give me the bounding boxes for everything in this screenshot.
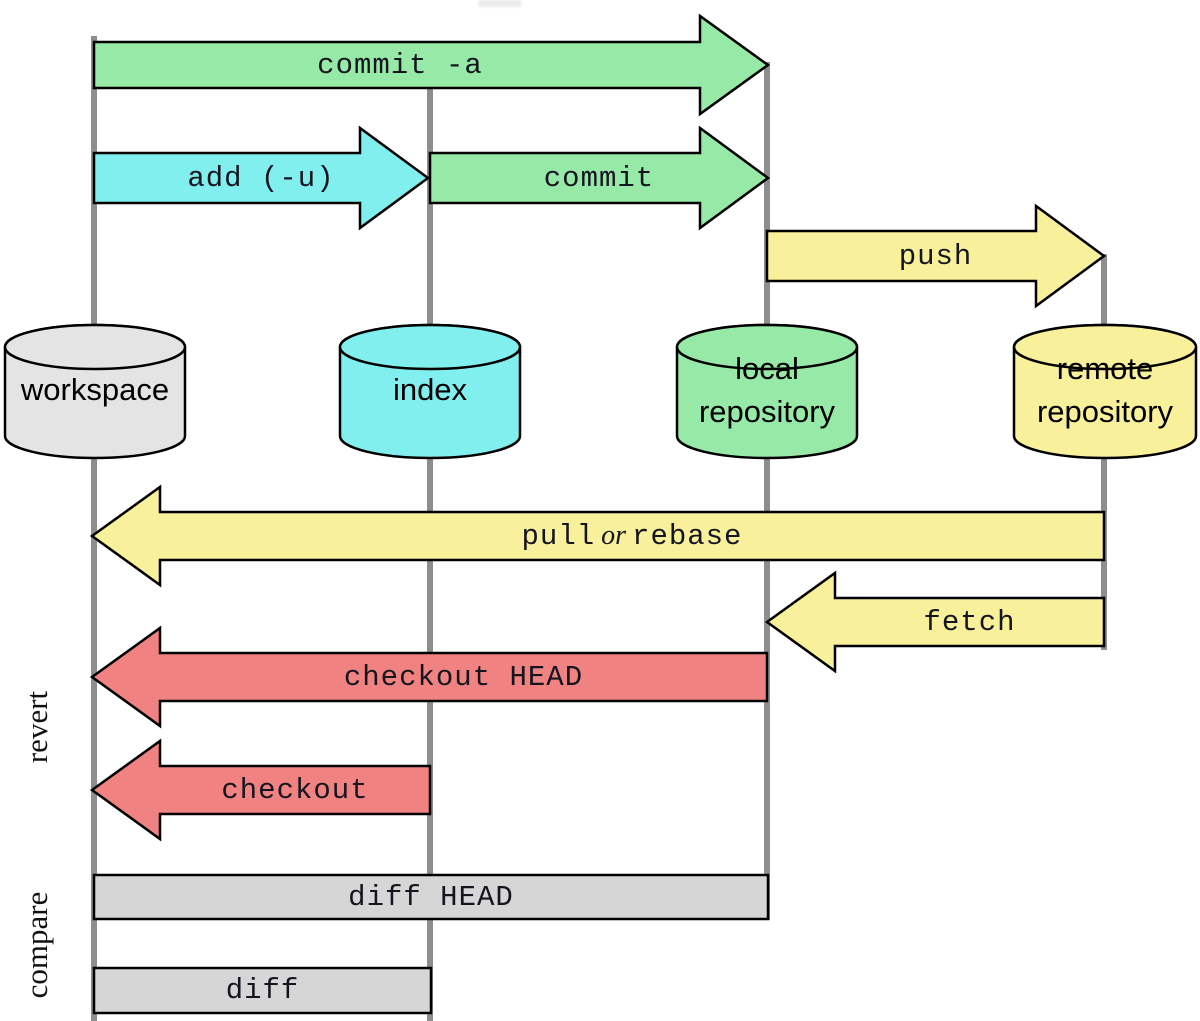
workspace-cylinder xyxy=(3,323,187,460)
local-repo-cylinder-top xyxy=(675,323,859,371)
top-edge-artifact xyxy=(478,0,522,7)
diff-bar xyxy=(92,966,433,1015)
local-repo-line xyxy=(764,62,770,920)
local-repo-cylinder xyxy=(675,323,859,460)
diff-head-bar xyxy=(92,873,770,921)
commit-arrow xyxy=(428,125,771,231)
commit-a-arrow xyxy=(92,13,771,117)
index-cylinder-top xyxy=(338,323,522,371)
push-arrow xyxy=(765,203,1107,309)
checkout-arrow xyxy=(89,738,432,842)
remote-repo-cylinder-top xyxy=(1012,323,1198,371)
fetch-arrow xyxy=(764,570,1106,674)
workspace-line xyxy=(91,36,97,1021)
pull-rebase-arrow xyxy=(89,484,1106,588)
workspace-cylinder-top xyxy=(3,323,187,371)
remote-repo-cylinder xyxy=(1012,323,1198,460)
index-cylinder xyxy=(338,323,522,460)
checkout-head-arrow xyxy=(89,625,769,729)
add-arrow xyxy=(92,125,431,231)
